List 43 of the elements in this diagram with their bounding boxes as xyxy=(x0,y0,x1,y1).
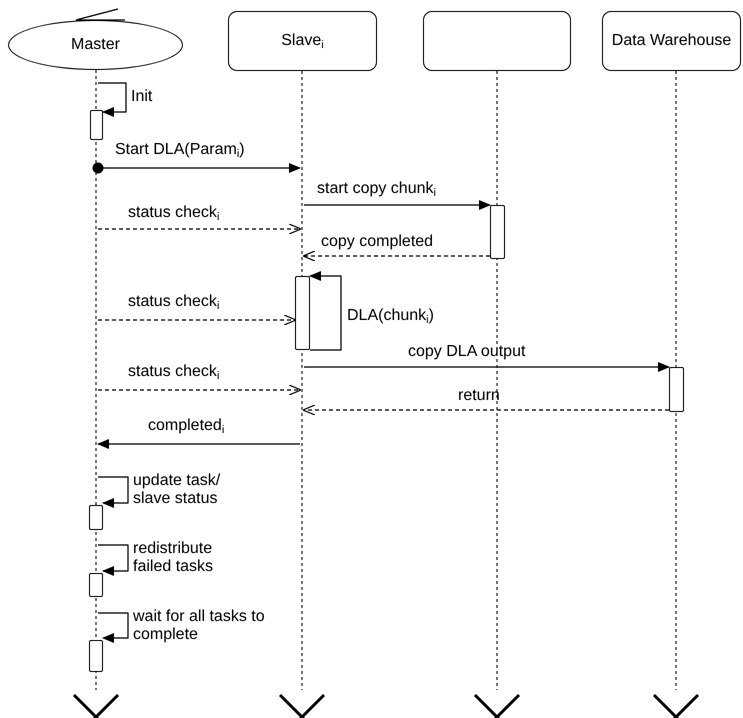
activation-bar xyxy=(89,505,103,530)
message-arrow xyxy=(302,250,490,262)
message-arrow xyxy=(98,612,129,643)
activation-bar xyxy=(89,573,103,597)
participant-name: Slave$_{i}$ xyxy=(281,32,324,50)
activation-bar xyxy=(89,640,103,672)
lifeline xyxy=(674,71,678,690)
activation-bar xyxy=(295,276,310,350)
participant-name: Master xyxy=(71,36,120,54)
message-arrow xyxy=(98,314,297,326)
lifeline xyxy=(300,71,304,690)
message-arrow xyxy=(302,404,669,416)
message-arrow xyxy=(98,384,302,396)
edge-label: status check$_{i}$ xyxy=(128,363,220,382)
participant-name: Data Warehouse xyxy=(612,32,732,50)
edge-label: copy completed xyxy=(321,233,434,252)
message-arrow xyxy=(98,476,129,508)
edge-label: Start DLA(Param$_{i}$) xyxy=(115,141,245,160)
message-arrow xyxy=(304,200,491,210)
message-arrow xyxy=(98,223,302,235)
message-arrow xyxy=(97,439,300,449)
activation-bar xyxy=(490,205,505,259)
edge-label: DLA(chunk$_{i}$) xyxy=(347,307,434,326)
participant-box xyxy=(423,11,571,71)
edge-label: start copy chunk$_{i}$ xyxy=(317,180,436,198)
message-arrow xyxy=(92,162,301,174)
message-arrow xyxy=(309,271,342,351)
participant-box xyxy=(228,11,377,71)
activation-bar xyxy=(669,367,684,412)
message-arrow xyxy=(304,362,670,372)
participant-box xyxy=(602,11,741,71)
edge-label: status check$_{i}$ xyxy=(128,204,220,222)
edge-label: redistribute failed tasks xyxy=(133,540,214,577)
edge-label: update task/ slave status xyxy=(133,472,222,509)
message-arrow xyxy=(98,544,129,576)
edge-label: wait for all tasks to complete xyxy=(133,608,265,645)
activation-bar xyxy=(90,110,103,140)
edge-label: status check$_{i}$ xyxy=(128,293,220,312)
edge-label: copy DLA output xyxy=(408,343,526,362)
message-arrow xyxy=(98,82,127,117)
edge-label: return xyxy=(458,387,500,406)
edge-label: completed$_{i}$ xyxy=(148,417,224,436)
edge-label: Init xyxy=(131,88,152,106)
